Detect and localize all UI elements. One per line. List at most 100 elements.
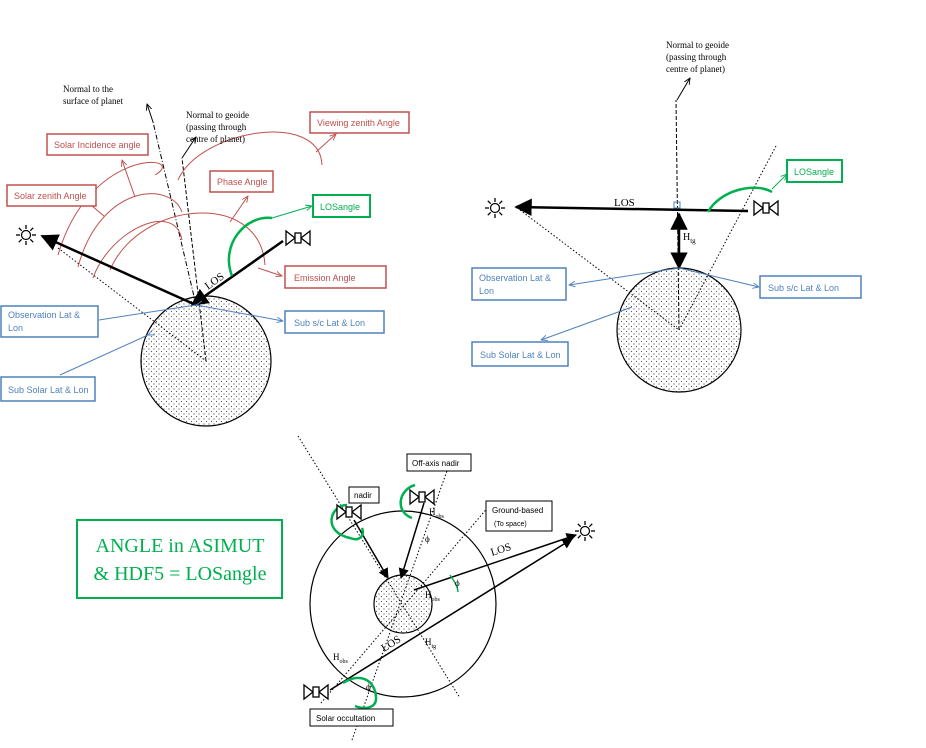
subsc-latlon-arrow xyxy=(195,304,283,321)
solar-zenith-label: Solar zenith Angle xyxy=(14,191,87,201)
panel-limb-geometry: Normal to geoide (passing through centre… xyxy=(471,40,862,393)
dotted-guide-2 xyxy=(351,467,449,741)
nadir-green-arc xyxy=(330,503,365,541)
satellite-icon xyxy=(753,200,779,216)
nadir-box xyxy=(348,486,380,504)
satellite-icon xyxy=(336,504,362,520)
subsolar-latlon-arrow xyxy=(59,335,148,376)
sun-icon xyxy=(15,224,37,246)
obs-latlon-box xyxy=(471,267,567,301)
subsolar-latlon-arrow xyxy=(541,306,633,340)
phi-groundbased-label: ϕ xyxy=(455,578,460,588)
normal-to-geoide-arrow xyxy=(181,137,196,159)
right-angle-mark xyxy=(673,201,681,209)
subsc-latlon-box xyxy=(759,275,862,299)
phase-angle-box xyxy=(209,170,274,193)
los-arrow-line xyxy=(190,239,284,307)
obs-latlon-arrow xyxy=(569,267,680,285)
phase-arrow xyxy=(229,196,248,223)
normal-geoide-label: Normal to geoide (passing through centre… xyxy=(186,110,251,144)
offaxis-arrow xyxy=(398,502,425,580)
normal-to-surface-arrow xyxy=(147,104,154,123)
solar-occultation-box xyxy=(309,708,394,727)
nadir-arrow xyxy=(353,519,389,579)
emission-angle-box xyxy=(284,265,387,289)
viewing-zenith-label: Viewing zenith Angle xyxy=(317,118,400,128)
asimut-note-box xyxy=(76,519,283,599)
panel-angles-overview: LOS Normal to the surface of planet Norm… xyxy=(0,84,410,427)
subsc-latlon-label: Sub s/c Lat & Lon xyxy=(294,318,365,328)
offaxis-label: Off-axis nadir xyxy=(412,459,460,468)
occultation-los-arrow xyxy=(329,538,573,691)
normal-to-geoide-line xyxy=(181,157,207,362)
phi-offaxis-label: ϕ xyxy=(425,534,430,544)
obs-latlon-label: Observation Lat & Lon xyxy=(8,310,83,333)
subsolar-latlon-box xyxy=(471,341,569,367)
dotted-guide-3 xyxy=(320,504,491,704)
phi-occultation-label: ϕ xyxy=(366,682,371,692)
sun-direction-dotted xyxy=(57,247,207,362)
sun-icon xyxy=(574,520,596,542)
satellite-icon xyxy=(303,684,329,700)
normal-to-geoide-arrow xyxy=(676,78,690,101)
subsc-latlon-box xyxy=(284,310,385,334)
groundbased-phi-arc xyxy=(449,574,459,593)
solar-incidence-label: Solar Incidence angle xyxy=(54,140,141,150)
htg-label: Htg xyxy=(425,637,436,650)
emission-angle-label: Emission Angle xyxy=(294,273,356,283)
groundbased-label: Ground-based xyxy=(492,506,543,515)
hobs-groundbased-label: Hobs xyxy=(425,590,441,603)
normal-surface-label: Normal to the surface of planet xyxy=(63,84,123,106)
offaxis-green-arc xyxy=(399,483,416,520)
asimut-note: ANGLE in ASIMUT & HDF5 = LOSangle xyxy=(76,519,283,599)
losangle-label: LOSangle xyxy=(320,202,360,212)
groundbased-los-arrow xyxy=(413,533,577,591)
normal-geoide-label: Normal to geoide (passing through centre… xyxy=(666,40,731,74)
offaxis-box xyxy=(406,453,472,472)
losangle-arc xyxy=(227,216,273,277)
occultation-green-arc xyxy=(342,676,378,710)
satellite-icon xyxy=(409,489,435,505)
nadir-label: nadir xyxy=(354,491,372,500)
emission-arrow xyxy=(257,267,282,276)
viewing-zenith-arrow xyxy=(315,134,336,153)
subsolar-latlon-label: Sub Solar Lat & Lon xyxy=(480,350,561,360)
subsc-latlon-label: Sub s/c Lat & Lon xyxy=(768,283,839,293)
los-upper-label: LOS xyxy=(489,541,512,559)
tospace-label: (To space) xyxy=(494,521,527,528)
losangle-arc xyxy=(706,186,773,213)
obs-latlon-box xyxy=(0,305,99,338)
htg-label: Htg xyxy=(683,232,696,245)
subsc-latlon-arrow xyxy=(678,267,759,287)
solar-occultation-label: Solar occultation xyxy=(316,714,375,723)
asimut-note-line2: & HDF5 = LOSangle xyxy=(94,563,267,585)
normal-to-surface-line xyxy=(152,121,197,306)
sun-icon xyxy=(484,197,506,219)
los-label: LOS xyxy=(614,197,635,209)
groundbased-box xyxy=(485,500,553,532)
subsolar-latlon-label: Sub Solar Lat & Lon xyxy=(8,385,89,395)
subsolar-latlon-box xyxy=(0,376,96,402)
phase-angle-label: Phase Angle xyxy=(217,177,268,187)
panel-observation-modes: LOS LOS ϕ ϕ ϕ Hobs Hobs Hobs Htg nadir O… xyxy=(297,435,596,741)
solar-incidence-arrow xyxy=(122,160,136,198)
losangle-box xyxy=(786,159,843,183)
losangle-arrow xyxy=(771,174,787,190)
sun-arrow-line xyxy=(40,234,197,307)
viewing-zenith-box xyxy=(309,111,410,134)
planet-disc xyxy=(373,574,433,634)
losangle-label: LOSangle xyxy=(794,167,834,177)
losangle-box xyxy=(312,194,371,218)
solar-incidence-box xyxy=(46,133,149,156)
asimut-note-line1: ANGLE in ASIMUT xyxy=(96,535,265,557)
dotted-guide-1 xyxy=(297,435,461,699)
hobs-occultation-label: Hobs xyxy=(333,652,349,665)
solar-zenith-box xyxy=(6,184,97,207)
losangle-arrow xyxy=(271,206,312,219)
hobs-offaxis-label: Hobs xyxy=(429,507,445,520)
angle-arcs xyxy=(57,131,323,279)
obs-latlon-label: Observation Lat & Lon xyxy=(479,273,554,296)
obs-latlon-arrow xyxy=(98,305,196,321)
satellite-icon xyxy=(285,230,311,246)
